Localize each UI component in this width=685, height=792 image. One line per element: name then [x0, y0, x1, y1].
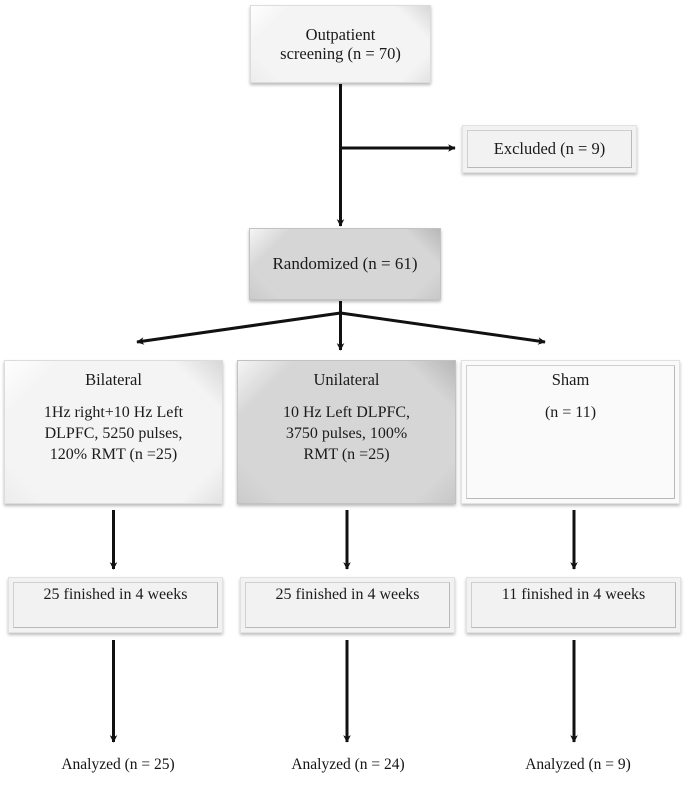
finished-sham-label: 11 finished in 4 weeks [501, 586, 646, 603]
node-excluded: Excluded (n = 9) [462, 125, 637, 173]
finished-bilateral-label: 25 finished in 4 weeks [43, 586, 188, 603]
bilateral-body-line2: DLPFC, 5250 pulses, [44, 425, 183, 443]
screening-line1: Outpatient [305, 24, 376, 44]
bilateral-title: Bilateral [85, 370, 142, 389]
label-analyzed-unilateral: Analyzed (n = 24) [291, 756, 405, 773]
node-finished-sham: 11 finished in 4 weeks [466, 577, 681, 633]
node-finished-bilateral: 25 finished in 4 weeks [8, 577, 223, 633]
edge-random-to-bilateral [136, 311, 341, 345]
node-arm-unilateral: Unilateral 10 Hz Left DLPFC, 3750 pulses… [237, 360, 456, 504]
edge-random-to-sham [340, 311, 546, 345]
bilateral-body-line3: 120% RMT (n =25) [49, 446, 178, 464]
excluded-label: Excluded (n = 9) [493, 139, 606, 159]
bilateral-body-line1: 1Hz right+10 Hz Left [43, 404, 184, 422]
unilateral-body-line2: 3750 pulses, 100% [285, 425, 408, 443]
node-arm-sham: Sham (n = 11) [461, 360, 680, 504]
unilateral-body-line3: RMT (n =25) [303, 446, 390, 464]
node-outpatient-screening: Outpatient screening (n = 70) [250, 5, 431, 83]
unilateral-body-line1: 10 Hz Left DLPFC, [282, 404, 411, 422]
finished-unilateral-label: 25 finished in 4 weeks [275, 586, 420, 603]
sham-body-line1: (n = 11) [544, 404, 597, 422]
screening-line2: screening (n = 70) [280, 44, 401, 63]
label-analyzed-bilateral: Analyzed (n = 25) [61, 756, 175, 773]
randomized-label: Randomized (n = 61) [272, 253, 418, 273]
unilateral-title: Unilateral [313, 370, 380, 389]
node-arm-bilateral: Bilateral 1Hz right+10 Hz Left DLPFC, 52… [4, 360, 223, 504]
node-finished-unilateral: 25 finished in 4 weeks [240, 577, 455, 633]
label-analyzed-sham: Analyzed (n = 9) [525, 756, 631, 773]
sham-title: Sham [551, 370, 590, 389]
node-randomized: Randomized (n = 61) [249, 228, 441, 300]
